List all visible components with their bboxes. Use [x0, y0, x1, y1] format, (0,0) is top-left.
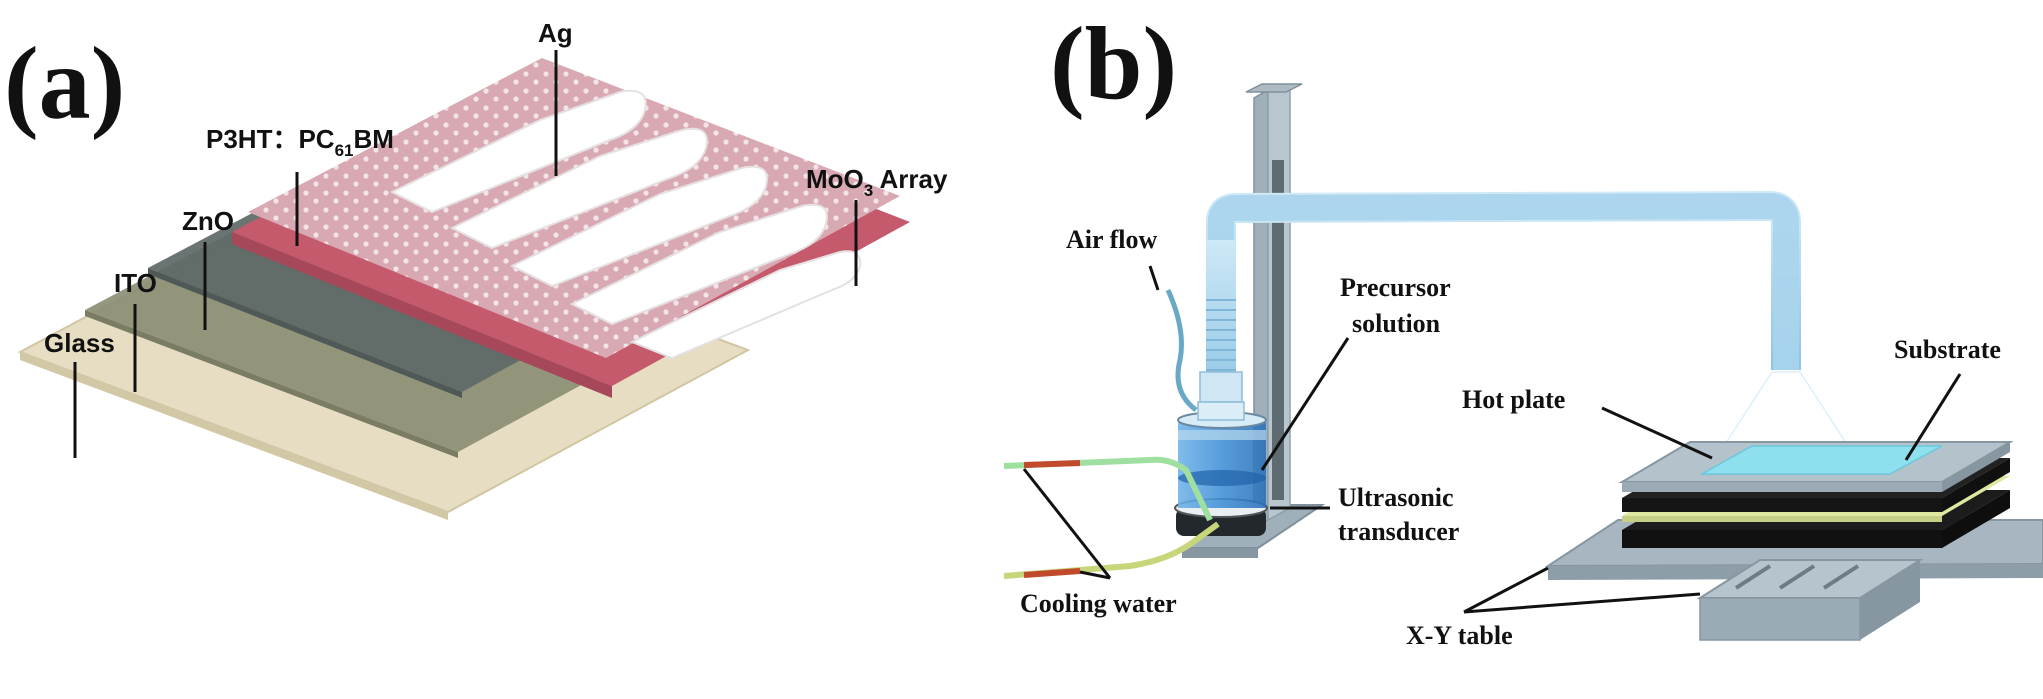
cooling-water-leader-2: [1079, 570, 1111, 580]
precursor-label-line2: solution: [1352, 309, 1441, 338]
xy-table-leader-2: [1463, 592, 1701, 614]
ito-label: ITO: [114, 268, 157, 298]
delivery-pipe: [1206, 190, 1801, 370]
panel-b: (b): [1003, 6, 2043, 650]
ultrasonic-label-line1: Ultrasonic: [1338, 483, 1454, 512]
ag-electrodes: [389, 89, 862, 360]
precursor-label-line1: Precursor: [1340, 273, 1451, 302]
precursor-leader: [1260, 337, 1350, 471]
air-flow-leader: [1148, 265, 1160, 291]
cooling-water-label: Cooling water: [1020, 589, 1177, 618]
panel-b-label: (b): [1050, 6, 1177, 121]
hot-plate-leader: [1601, 406, 1713, 460]
cooling-water-tube-1: [1003, 456, 1213, 522]
glass-label: Glass: [44, 328, 115, 358]
ag-label: Ag: [538, 18, 573, 48]
cooling-water-tube-2: [1003, 521, 1220, 579]
substrate-label: Substrate: [1894, 335, 2001, 364]
zno-label: ZnO: [182, 206, 234, 236]
ag-electrode-5: [629, 250, 862, 360]
inlet-arrow-2: [1023, 568, 1081, 578]
ultrasonic-label-line2: transducer: [1338, 517, 1459, 546]
air-flow-tube: [1165, 288, 1198, 412]
hot-plate-label: Hot plate: [1462, 385, 1565, 414]
ag-electrode-1: [389, 89, 647, 214]
ag-electrode-3: [509, 165, 768, 288]
moo3-array-label: MoO3 Array: [806, 164, 948, 200]
xy-table-label: X-Y table: [1406, 621, 1513, 650]
xy-table-leader-1: [1463, 566, 1549, 614]
panel-a: (a) Glass ITO ZnO: [4, 18, 948, 520]
ag-electrode-2: [449, 127, 708, 250]
stand-rail: [1272, 160, 1284, 500]
cooling-water-leader-1: [1022, 468, 1112, 579]
inlet-arrow-1: [1023, 460, 1081, 468]
substrate-leader: [1904, 373, 1962, 461]
panel-a-label: (a): [4, 26, 125, 141]
spray-nozzle: [1718, 371, 1854, 453]
air-flow-label: Air flow: [1066, 225, 1157, 254]
active-layer-label: P3HT：PC61BM: [206, 124, 394, 160]
substrate: [1699, 445, 1943, 475]
ag-electrode-4: [569, 203, 828, 326]
stand-top-cap: [1245, 83, 1303, 93]
